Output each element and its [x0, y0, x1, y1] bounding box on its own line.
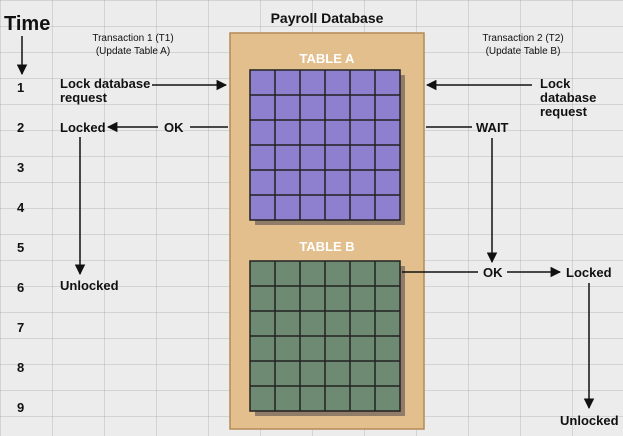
- t1-locked-label: Locked: [60, 120, 106, 135]
- t1-subtitle: (Update Table A): [96, 46, 170, 57]
- t1-title: Transaction 1 (T1): [92, 33, 173, 44]
- time-tick-6: 6: [17, 280, 24, 295]
- t2-lock-request-line3: request: [540, 104, 588, 119]
- t2-locked-label: Locked: [566, 265, 612, 280]
- t2-subtitle: (Update Table B): [486, 46, 561, 57]
- time-tick-1: 1: [17, 80, 24, 95]
- table-a-label: TABLE A: [300, 51, 355, 66]
- t2-lock-request-line2: database: [540, 90, 596, 105]
- t2-unlocked-label: Unlocked: [560, 413, 619, 428]
- t1-unlocked-label: Unlocked: [60, 278, 119, 293]
- time-tick-4: 4: [17, 200, 25, 215]
- t2-lock-request-line1: Lock: [540, 76, 571, 91]
- t2-title: Transaction 2 (T2): [482, 33, 563, 44]
- table-b-label: TABLE B: [299, 239, 354, 254]
- t1-lock-request-line1: Lock database: [60, 76, 150, 91]
- time-tick-7: 7: [17, 320, 24, 335]
- diagram-title: Payroll Database: [271, 10, 384, 26]
- time-label: Time: [4, 13, 50, 35]
- t2-wait-label: WAIT: [476, 120, 509, 135]
- time-tick-2: 2: [17, 120, 24, 135]
- time-tick-5: 5: [17, 240, 24, 255]
- time-tick-3: 3: [17, 160, 24, 175]
- t1-lock-request-line2: request: [60, 90, 108, 105]
- t2-ok-label: OK: [483, 265, 503, 280]
- time-tick-8: 8: [17, 360, 24, 375]
- t1-ok-label: OK: [164, 120, 184, 135]
- time-tick-9: 9: [17, 400, 24, 415]
